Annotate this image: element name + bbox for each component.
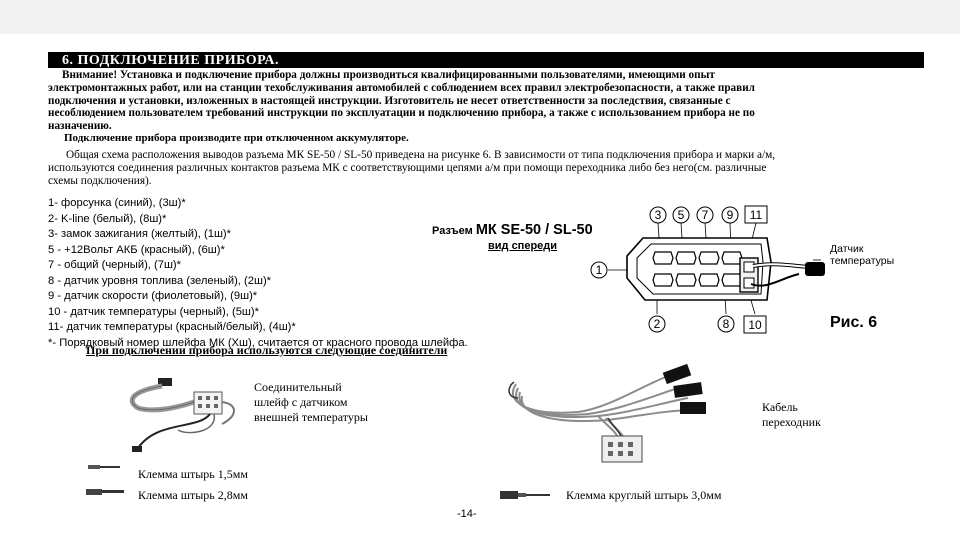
top-number-markers: 3 5 7 9 11 [649,205,768,224]
pin-marker-2-label: 2 [654,317,661,331]
ribbon-cable-image [129,378,235,452]
pin-marker-10-label: 10 [748,318,762,332]
pin-item: 3- замок зажигания (желтый), (1ш)* [48,228,232,240]
round-pin-image [500,491,550,499]
pin-marker-1-label: 1 [596,263,603,277]
caption-line: шлейф с датчиком [254,395,348,409]
pin-2-8-caption: Клемма штырь 2,8мм [138,488,248,502]
sensor-label-line: температуры [830,255,895,267]
pin-footnote: *- Порядковый номер шлейфа МК (Хш), счит… [48,336,468,349]
pin-item: 7 - общий (черный), (7ш)* [48,259,182,271]
warning-line: Внимание! Установка и подключение прибор… [62,69,715,81]
pin-1-5-caption: Клемма штырь 1,5мм [138,467,248,481]
top-band: 13 [0,0,960,34]
pin-item: 5 - +12Вольт АКБ (красный), (6ш)* [48,243,225,256]
section-title: 6. ПОДКЛЮЧЕНИЕ ПРИБОРА. [48,52,924,68]
pin-1-5-image [88,465,120,469]
sensor-label-line: Датчик [830,243,864,255]
ribbon-cable-caption: Соединительный шлейф с датчиком внешней … [254,380,368,425]
battery-note: Подключение прибора производите при откл… [64,132,409,144]
connectors-heading: При подключении прибора используются сле… [86,343,448,357]
intro-line: Общая схема расположения выводов разъема… [66,149,776,161]
pin-item: 2- K-line (белый), (8ш)* [48,212,167,225]
page-number: -14- [457,508,477,520]
caption-line: Кабель [762,400,798,414]
pin-list: 1- форсунка (синий), (3ш)* 2- K-line (бе… [48,196,468,351]
warning-paragraph: Внимание! Установка и подключение прибор… [48,69,928,133]
connector-view: вид спереди [488,240,558,252]
intro-line: используются соединения различных контак… [48,161,767,174]
connector-diagram: 3 5 7 9 11 [590,205,825,334]
warning-line: подключения и установки, изложенных в на… [48,94,731,107]
pin-marker-10 [743,315,767,334]
pin-marker-7-label: 7 [702,208,709,222]
warning-line: электромонтажных работ, или на станции т… [48,81,755,94]
sensor-cable [750,259,825,287]
temperature-sensor-label: Датчик температуры [830,243,894,267]
pin-marker-11-label: 11 [750,208,763,222]
pin-marker-3-label: 3 [655,208,662,222]
intro-line: схемы подключения). [48,174,152,187]
caption-line: внешней температуры [254,410,368,424]
pin-item: 8 - датчик уровня топлива (зеленый), (2ш… [48,274,272,287]
pin-marker-1 [590,261,608,279]
adapter-cable-image [508,363,706,463]
connector-model: МК SE-50 / SL-50 [475,222,593,238]
connector-title: Разъем МК SE-50 / SL-50 [432,222,593,238]
pin-marker-5-label: 5 [678,208,685,222]
pin-item: 1- форсунка (синий), (3ш)* [48,197,186,209]
warning-line: назначению. [48,120,112,133]
pin-marker-2 [648,315,666,333]
connector-prefix: Разъем [432,225,473,237]
caption-line: Соединительный [254,380,342,394]
adapter-cable-caption: Кабель переходник [762,400,821,430]
connector-body [626,237,772,301]
pin-marker-8-label: 8 [723,317,730,331]
pin-item: 9 - датчик скорости (фиолетовый), (9ш)* [48,290,258,302]
top-page-number: 13 [456,0,467,3]
pin-item: 11- датчик температуры (красный/белый), … [48,321,296,333]
figure-label: Рис. 6 [830,314,878,331]
pin-2-8-image [86,489,124,495]
round-pin-caption: Клемма круглый штырь 3,0мм [566,488,722,502]
warning-line: несоблюдением пользователем требований и… [48,107,755,120]
pin-marker-9-label: 9 [727,208,734,222]
pin-marker-8 [717,315,735,333]
caption-line: переходник [762,415,821,429]
intro-paragraph: Общая схема расположения выводов разъема… [48,149,926,187]
pin-item: 10 - датчик температуры (черный), (5ш)* [48,305,259,318]
